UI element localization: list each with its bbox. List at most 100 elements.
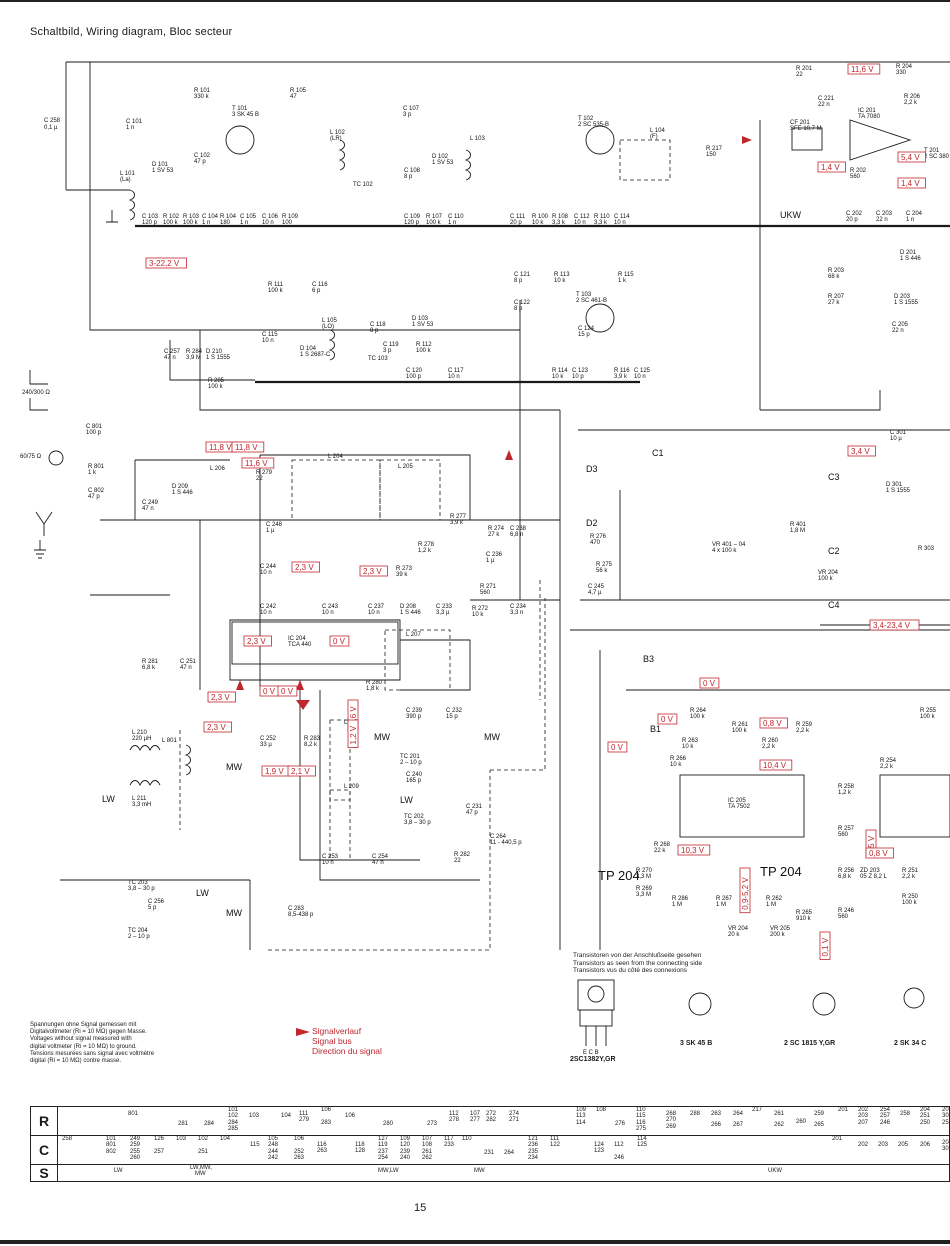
label-c107-value: 3 p [403, 112, 412, 118]
label-r270-value: 3,3 M [636, 874, 651, 880]
label-c106-value: 10 n [262, 220, 274, 226]
label-r256-value: 6,8 k [838, 874, 852, 880]
to220-hole [587, 985, 605, 1003]
label-c248: C 248 [266, 522, 283, 528]
label-c258-value: 0,1 µ [44, 125, 58, 131]
label-r100-value: 10 k [532, 220, 544, 226]
label-c801: C 801 [86, 424, 103, 430]
table-cell-value: 111 279 [299, 1111, 310, 1124]
table-cell-value: 801 [128, 1111, 139, 1117]
label-c109: C 109 [404, 214, 421, 220]
label-c257-value: 47 n [164, 355, 176, 361]
label-r279: R 279 [256, 470, 273, 476]
table-cell-value: 274 271 [509, 1111, 520, 1124]
voltage-marker-text: 11,8 V [235, 443, 258, 452]
label-c106: C 106 [262, 214, 279, 220]
label-l211: L 211 [132, 796, 147, 802]
label-r280-value: 1,8 k [366, 686, 380, 692]
voltage-marker-box [819, 931, 831, 960]
label-tp204-left: TP 204 [598, 868, 640, 883]
label-c240: C 240 [406, 772, 423, 778]
label-l205: L 205 [398, 464, 413, 470]
label-d208-value: 1 S 446 [400, 610, 421, 616]
label-r108: R 108 [552, 214, 569, 220]
label-c3: C3 [828, 472, 840, 482]
voltage-marker-text: 0 V [611, 743, 624, 752]
voltage-marker: 0 V [699, 677, 720, 689]
label-r279-value: 22 [256, 476, 263, 482]
label-r263: R 263 [682, 738, 699, 744]
label-c108-value: 8 p [404, 174, 413, 180]
voltage-marker-text: 5,4 V [901, 153, 920, 162]
voltage-marker-text: 0,9-5,2 V [741, 877, 750, 910]
label-r265-value: 910 k [796, 916, 812, 922]
label-r105-value: 47 [290, 94, 297, 100]
label-cf201-value: SFE 10,7 M [790, 126, 822, 132]
table-cell-value: 107 108 261 262 [422, 1136, 433, 1162]
label-c120-value: 100 p [406, 374, 422, 380]
label-r258: R 258 [838, 784, 855, 790]
label-d203: D 203 [894, 294, 911, 300]
transistor-name-2sc1815: 2 SC 1815 Y,GR [784, 1040, 836, 1047]
label-d103: D 103 [412, 316, 429, 322]
label-r263-value: 10 k [682, 744, 694, 750]
label-c110: C 110 [448, 214, 464, 220]
transistor-name-2sk34c: 2 SK 34 C [894, 1040, 927, 1047]
label-d2: D2 [586, 518, 598, 528]
label-r257: R 257 [838, 826, 855, 832]
voltage-marker-box [847, 63, 881, 75]
label-r201: R 201 [796, 66, 813, 72]
label-r278: R 278 [418, 542, 435, 548]
label-c4: C4 [828, 600, 840, 610]
voltage-marker: 1,4 V [817, 161, 846, 173]
label-r277: R 277 [450, 514, 467, 520]
table-cell-value: 108 [596, 1107, 607, 1113]
label-r113: R 113 [554, 272, 570, 278]
label-d201: D 201 [900, 250, 917, 256]
label-r260: R 260 [762, 738, 779, 744]
voltage-marker-box [739, 867, 751, 914]
signal-arrows [236, 136, 752, 710]
label-vr401: VR 401 – 04 [712, 542, 746, 548]
label-c202-value: 20 p [846, 217, 858, 223]
table-cell-value: 201 [832, 1136, 843, 1142]
label-r202-value: 560 [850, 174, 861, 180]
table-cell-value: 204 251 250 [920, 1107, 931, 1126]
label-c243-value: 10 n [322, 610, 334, 616]
label-c221: C 221 [818, 96, 835, 102]
label-c238-value: 6,8 n [510, 532, 523, 538]
label-r112-value: 100 k [416, 348, 432, 354]
label-l801: L 801 [162, 738, 177, 744]
table-cell-value: 203 [878, 1142, 889, 1148]
transistor-pinouts: E C B [577, 979, 925, 1056]
voltage-marker: 0 V [329, 635, 350, 647]
label-r283-value: 8,2 k [304, 742, 318, 748]
voltage-marker: 0,9-5,2 V [739, 867, 751, 914]
label-r255: R 255 [920, 708, 937, 714]
voltage-marker: 3-22,2 V [145, 257, 187, 269]
voltage-marker-box [359, 565, 388, 577]
label-r261-value: 100 k [732, 728, 748, 734]
label-c122-value: 8 p [514, 306, 523, 312]
legend-fr: Direction du signal [312, 1046, 382, 1056]
table-cell-value: 268 270 269 [666, 1111, 677, 1130]
voltage-marker-text: 2,3 V [207, 723, 226, 732]
label-c283-value: 8,5-438 p [288, 912, 314, 918]
label-r108-value: 3,3 k [552, 220, 566, 226]
voltage-marker-text: 1,9 V [265, 767, 284, 776]
label-c802-value: 47 p [88, 494, 100, 500]
label-c115-value: 10 n [262, 338, 274, 344]
label-r207-value: 27 k [828, 300, 840, 306]
voltage-marker-text: 11,6 V [851, 65, 874, 74]
label-mw-l801: MW [226, 762, 242, 772]
label-l105-value: (LO) [322, 324, 334, 330]
label-t102-value: 2 SC 535-B [578, 122, 609, 128]
label-r102-value: 100 k [163, 220, 179, 226]
label-c115: C 115 [262, 332, 278, 338]
label-c221-value: 22 n [818, 102, 830, 108]
table-cell-value: 110 [462, 1136, 472, 1142]
voltage-marker: 2,3 V [203, 721, 232, 733]
table-cell-value: 280 [383, 1121, 394, 1127]
